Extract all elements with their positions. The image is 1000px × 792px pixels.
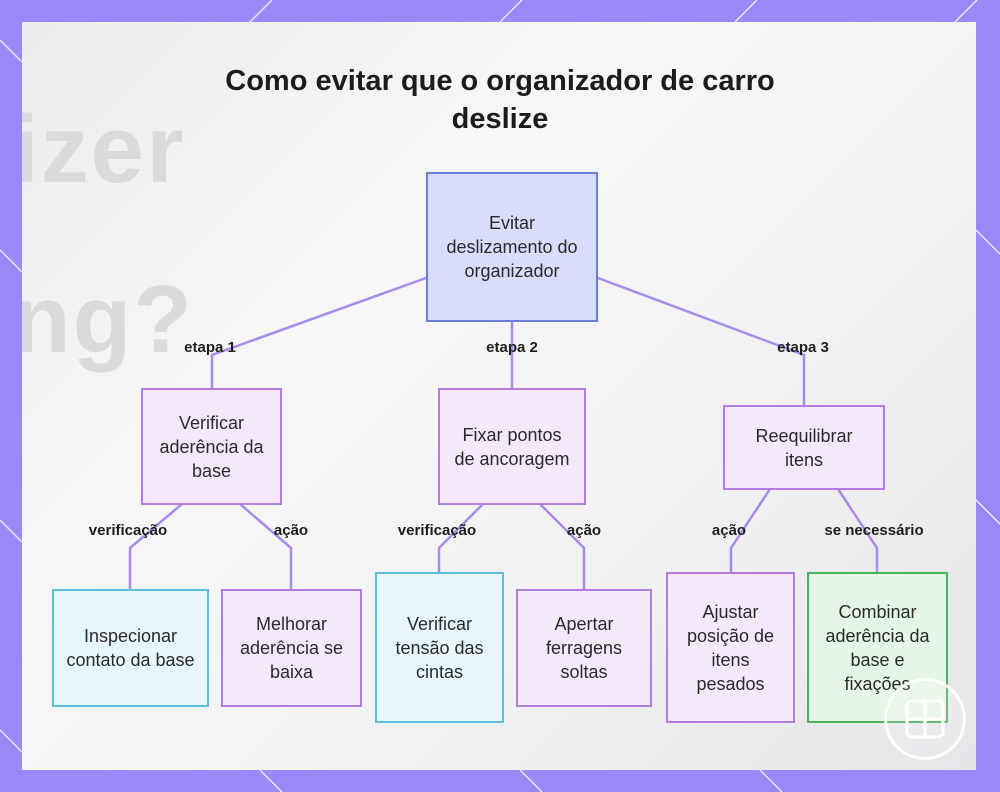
edge-label-improve: ação [273,522,309,539]
edge-step2-tighten [539,503,586,591]
edge-label-step2: etapa 2 [486,339,538,356]
edge-label-step3: etapa 3 [777,339,829,356]
edge-step1-inspect [128,502,184,591]
edge-root-step1 [210,276,428,390]
edge-label-adjust: ação [711,522,747,539]
node-check-straps: Verificar tensão das cintas [375,572,504,723]
node-step3: Reequilibrar itens [723,405,885,490]
background-word-2: ng? [22,266,194,373]
edge-label-check-straps: verificação [397,522,477,539]
node-combine: Combinar aderência da base e fixações [807,572,948,723]
node-inspect: Inspecionar contato da base [52,589,209,707]
layout-grid-icon [884,678,966,760]
node-step2: Fixar pontos de ancoragem [438,388,586,505]
edge-step3-combine [836,487,879,574]
node-step1: Verificar aderência da base [141,388,282,505]
node-improve: Melhorar aderência se baixa [221,589,362,707]
edge-label-step1: etapa 1 [184,339,236,356]
edge-step1-improve [238,502,293,591]
background-word-1: izer [22,96,186,203]
node-adjust: Ajustar posição de itens pesados [666,572,795,723]
edge-label-combine: se necessário [824,522,924,539]
node-tighten: Apertar ferragens soltas [516,589,652,707]
edge-root-step3 [596,276,806,407]
edge-step3-adjust [729,487,772,574]
diagram-title: Como evitar que o organizador de carro d… [225,65,775,135]
edge-step2-check [437,503,484,574]
edge-label-tighten: ação [566,522,602,539]
edge-label-inspect: verificação [88,522,168,539]
node-root: Evitar deslizamento do organizador [426,172,598,322]
layout-grid-icon-svg [905,699,945,739]
